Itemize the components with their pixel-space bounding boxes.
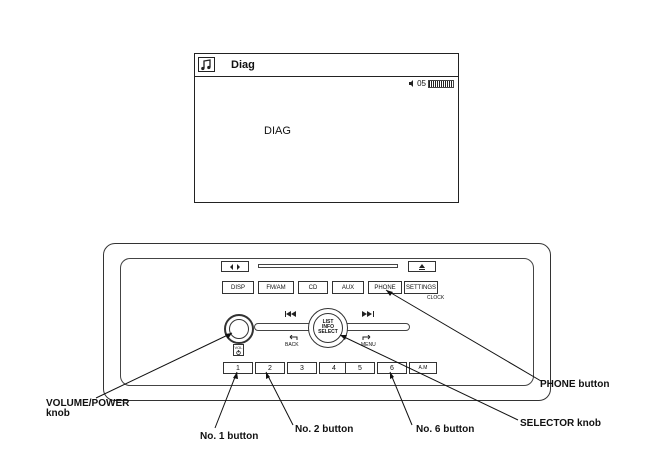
phone-arrowhead (386, 290, 393, 296)
diag-text: DIAG (264, 125, 291, 137)
preset-1-button[interactable]: 1 (223, 362, 253, 374)
signal-bars-icon (428, 79, 454, 88)
phone-button[interactable]: PHONE (368, 281, 402, 294)
arrows-icon (230, 263, 240, 270)
selector-label: LIST INFO SELECT (318, 319, 338, 335)
aux-button[interactable]: AUX (332, 281, 364, 294)
cd-slot (258, 264, 398, 268)
power-icon (236, 350, 241, 355)
preset-4-button[interactable]: 4 (319, 362, 349, 374)
volume-power-label-2: knob (46, 408, 70, 419)
preset-5-button[interactable]: 5 (345, 362, 375, 374)
music-note-icon (198, 57, 215, 72)
preset-6-button[interactable]: 6 (377, 362, 407, 374)
phone-leader-line (385, 289, 542, 382)
back-arrow-icon (289, 335, 298, 340)
preset-3-button[interactable]: 3 (287, 362, 317, 374)
vol-label: VOL (234, 345, 243, 350)
no1-arrowhead (233, 372, 238, 379)
no2-leader-line (265, 371, 294, 426)
clock-label: CLOCK (427, 295, 445, 301)
no1-label: No. 1 button (200, 431, 259, 442)
skip-forward-icon[interactable] (362, 311, 374, 317)
volume-arrowhead (225, 333, 232, 339)
eject-icon (419, 263, 425, 270)
screen-title: Diag (231, 59, 255, 71)
no1-leader-line (214, 371, 238, 429)
selector-knob-face[interactable] (313, 313, 343, 343)
volume-leader-line (95, 332, 233, 399)
eject-button[interactable] (408, 261, 436, 272)
disp-button[interactable]: DISP (222, 281, 254, 294)
volume-power-label: VOLUME/POWER (46, 398, 130, 409)
vol-power-button[interactable]: VOL (233, 344, 244, 356)
cd-button[interactable]: CD (298, 281, 328, 294)
screen-header: Diag (195, 54, 458, 77)
skip-back-icon[interactable] (285, 311, 297, 317)
speaker-icon (409, 80, 414, 87)
status-indicator: 05 (409, 79, 454, 88)
menu-arrow-icon (362, 335, 371, 340)
selector-leader-line (339, 334, 519, 421)
no6-arrowhead (390, 372, 394, 379)
phone-label: PHONE button (540, 379, 610, 390)
head-unit-inner (120, 258, 534, 386)
no6-leader-line (389, 371, 413, 426)
seek-button[interactable] (221, 261, 249, 272)
back-label[interactable]: BACK (285, 342, 299, 348)
menu-label[interactable]: MENU (361, 342, 376, 348)
selector-label-callout: SELECTOR knob (520, 418, 601, 429)
selector-arrowhead (340, 335, 347, 340)
display-screen: Diag 05 DIAG (194, 53, 459, 203)
volume-knob-face[interactable] (229, 319, 249, 339)
no6-label: No. 6 button (416, 424, 475, 435)
no2-arrowhead (266, 372, 270, 379)
settings-button[interactable]: SETTINGS (404, 281, 438, 294)
fmam-button[interactable]: FM/AM (258, 281, 294, 294)
no2-label: No. 2 button (295, 424, 354, 435)
preset-2-button[interactable]: 2 (255, 362, 285, 374)
status-value: 05 (417, 79, 426, 88)
